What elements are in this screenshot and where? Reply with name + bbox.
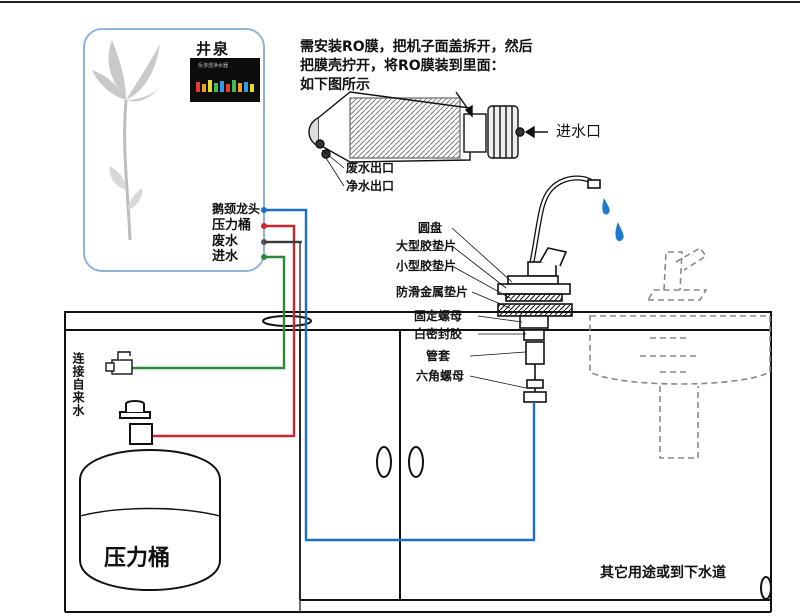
pipes	[132, 208, 536, 612]
part-label-fixing-nut: 固定螺母	[414, 309, 463, 323]
water-drop-2	[615, 222, 624, 242]
tap-water-label: 连接自来水	[71, 352, 85, 417]
purifier-brand: 井泉	[196, 40, 231, 58]
part-label-small-gasket: 小型胶垫片	[396, 259, 457, 273]
feed-line	[132, 255, 286, 370]
inlet-label: 进水口	[556, 122, 602, 140]
countertop	[64, 311, 772, 331]
sink-drain-pipe	[659, 386, 699, 459]
purifier-unit	[83, 28, 265, 272]
tap-water-valve	[105, 351, 133, 375]
panel-title: 反渗透净水器	[198, 63, 229, 69]
water-drop-1	[602, 198, 610, 215]
door-handle-right	[408, 446, 424, 478]
part-label-large-gasket: 大型胶垫片	[396, 239, 457, 253]
sink	[589, 246, 771, 459]
part-label-sleeve: 管套	[426, 349, 451, 363]
part-label-sealant: 白密封胶	[414, 327, 463, 341]
door-handle-left	[376, 446, 392, 478]
water-drops	[602, 198, 624, 242]
part-label-hex-nut: 六角螺母	[416, 369, 465, 383]
instruction-line-3: 如下图所示	[300, 77, 370, 93]
tank-line	[152, 224, 296, 438]
panel-lights	[196, 80, 254, 92]
port-label-waste: 废水	[212, 234, 239, 249]
control-panel	[190, 58, 260, 102]
instruction-note: 需安装RO膜，把机子面盖拆开，然后 把膜壳拧开，将RO膜装到里面： 如下图所示	[300, 38, 600, 95]
drain-outlet	[760, 576, 772, 600]
port-label-faucet: 鹅颈龙头	[212, 202, 261, 216]
faucet-part-leaders	[451, 227, 527, 389]
sink-basin	[589, 315, 771, 385]
instruction-line-2: 把膜壳拧开，将RO膜装到里面：	[300, 58, 505, 74]
part-label-metal-washer: 防滑金属垫片	[396, 285, 469, 299]
part-label-disc: 圆盘	[418, 221, 443, 235]
flower-decoration	[92, 40, 162, 241]
pure-outlet-label: 净水出口	[346, 179, 395, 193]
gooseneck-faucet	[497, 175, 601, 403]
ro-membrane-housing	[308, 91, 548, 187]
port-label-inlet: 进水	[212, 249, 239, 264]
waste-outlet-label: 废水出口	[346, 161, 395, 175]
pure-water-line	[264, 208, 536, 542]
cabinet	[64, 311, 772, 613]
counter-hole	[262, 315, 312, 327]
pressure-tank	[79, 400, 221, 591]
tank-label: 压力桶	[104, 546, 171, 571]
instruction-line-1: 需安装RO膜，把机子面盖拆开，然后	[300, 39, 533, 55]
drain-label: 其它用途或到下水道	[600, 565, 726, 581]
port-label-tank: 压力桶	[212, 218, 252, 233]
